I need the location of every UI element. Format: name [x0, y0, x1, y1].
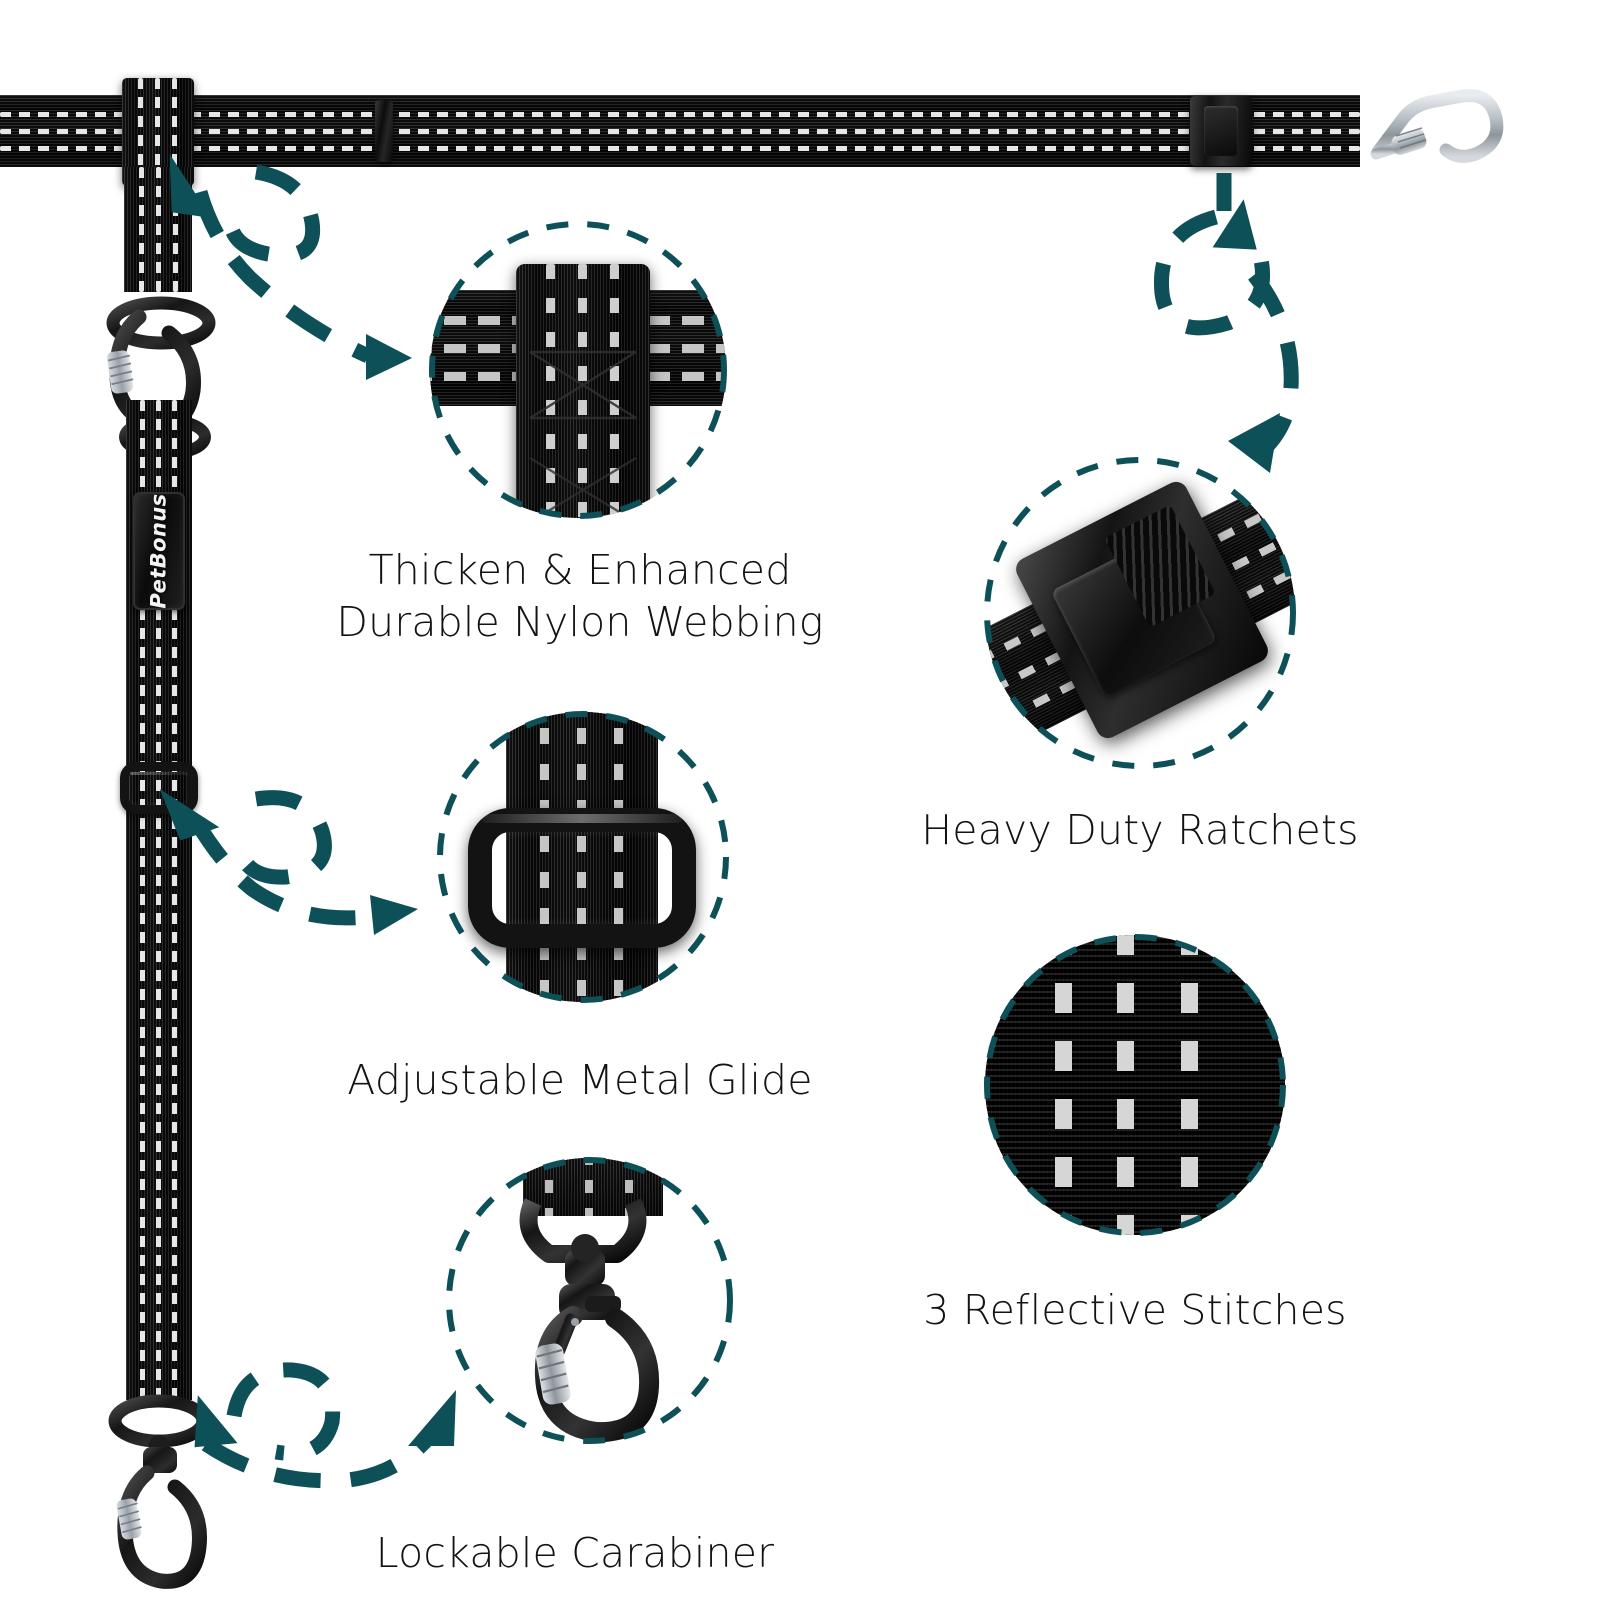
- reflective-stitch-column: [173, 167, 178, 292]
- zoom-stitch-weave-bg: [985, 935, 1285, 1235]
- silver-snap-hook: [1370, 88, 1504, 163]
- zoom-metal-glide-ring: [468, 808, 696, 948]
- reflective-stitch-row: [0, 129, 1360, 134]
- arrow-to-nylon-webbing: [169, 154, 412, 380]
- callout-circle-lockable-carabiner: [447, 1158, 732, 1443]
- reflective-stitch-column: [172, 400, 177, 1400]
- caption-nylon-webbing: Thicken & Enhanced Durable Nylon Webbing: [336, 546, 824, 646]
- caption-reflective-stitches: 3 Reflective Stitches: [923, 1286, 1347, 1334]
- adjustable-metal-glide: [120, 762, 198, 814]
- callout-circle-heavy-duty-ratchets: [985, 458, 1295, 768]
- reflective-stitch-column: [155, 78, 160, 186]
- zoom-reflective-stitch-column: [1117, 935, 1134, 1235]
- lower-swivel-carabiner: [108, 1394, 210, 1589]
- zoom-metal-glide-highlight: [482, 814, 682, 823]
- reflective-stitch-column: [172, 78, 177, 186]
- reflective-stitch-column: [138, 78, 143, 186]
- caption-lockable-carabiner: Lockable Carabiner: [375, 1529, 775, 1577]
- callout-circle-adjustable-metal-glide: [438, 712, 728, 1002]
- zoom-reflective-stitch-column: [1055, 935, 1072, 1235]
- caption-adjustable-metal-glide: Adjustable Metal Glide: [347, 1056, 813, 1104]
- reflective-stitch-column: [156, 400, 161, 1400]
- arrow-to-adjustable-metal-glide: [159, 788, 418, 935]
- webbing-keeper: [375, 100, 393, 162]
- callout-circle-reflective-stitches: [985, 935, 1285, 1235]
- ratchet-lever-plate: [1204, 106, 1238, 156]
- caption-heavy-duty-ratchets: Heavy Duty Ratchets: [921, 806, 1359, 854]
- reflective-stitch-row: [0, 112, 1360, 117]
- reflective-stitch-row: [0, 146, 1360, 151]
- brand-label-tag: PetBonus: [133, 492, 185, 610]
- reflective-stitch-column: [156, 167, 161, 292]
- brand-label-text: PetBonus: [147, 493, 171, 609]
- callout-circle-nylon-webbing: [430, 222, 726, 518]
- reflective-stitch-column: [140, 400, 145, 1400]
- arrow-to-lockable-carabiner: [194, 1362, 456, 1489]
- zoom-reflective-stitch-column: [1181, 935, 1198, 1235]
- arrow-to-heavy-duty-ratchets: [1153, 173, 1299, 473]
- reflective-stitch-column: [139, 167, 144, 292]
